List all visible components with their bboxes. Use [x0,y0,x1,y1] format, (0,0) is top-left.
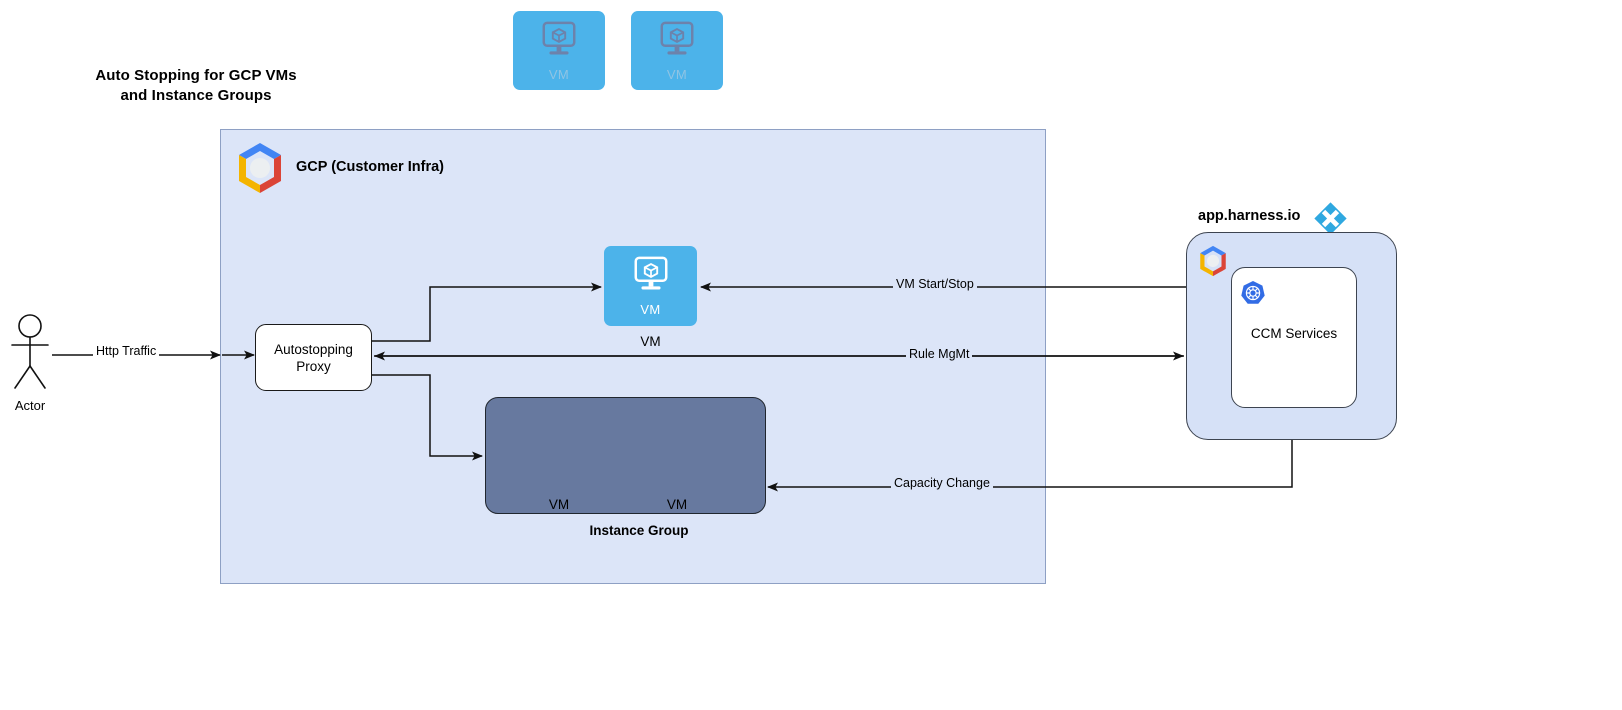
ccm-services-label: CCM Services [1250,326,1338,341]
instance-group-caption: Instance Group [589,523,689,538]
instance-group-vm-caption-1: VM [548,497,570,512]
vm-tile-label: VM [548,67,570,82]
autostopping-proxy-label: Autostopping Proxy [274,341,353,375]
instance-group-container [485,397,766,514]
diagram-title: Auto Stopping for GCP VMs and Instance G… [46,66,346,106]
gcp-container-label: GCP (Customer Infra) [296,159,444,175]
kubernetes-helm-wheel-icon [1240,280,1266,306]
harness-diamond-logo-icon [1314,202,1347,235]
actor-stick-figure-icon [6,314,56,390]
actor-label: Actor [14,398,46,413]
diagram-title-line-2: and Instance Groups [120,87,272,104]
autostopping-proxy-node[interactable]: Autostopping Proxy [255,324,372,391]
instance-group-vm-tile-2[interactable]: VM [631,11,723,90]
vm-monitor-cube-icon [536,20,582,65]
vm-monitor-cube-icon [628,255,674,300]
vm-node[interactable]: VM [604,246,697,326]
gcp-hexagon-logo-icon [234,140,286,196]
diagram-title-line-1: Auto Stopping for GCP VMs [95,67,297,84]
edge-label-capacity-change: Capacity Change [891,476,993,490]
edge-label-vm-start-stop: VM Start/Stop [893,277,977,291]
vm-tile-label: VM [666,67,688,82]
vm-node-caption: VM [640,334,661,349]
instance-group-vm-tile-1[interactable]: VM [513,11,605,90]
gcp-hexagon-logo-icon [1197,244,1229,278]
vm-tile-label: VM [640,302,661,317]
edge-label-http-traffic: Http Traffic [93,344,160,358]
vm-monitor-cube-icon [654,20,700,65]
instance-group-vm-caption-2: VM [666,497,688,512]
edge-label-rule-mgmt: Rule MgMt [906,347,973,361]
proxy-label-line-1: Autostopping [274,341,353,357]
harness-app-title: app.harness.io [1198,208,1301,224]
proxy-label-line-2: Proxy [296,358,331,374]
ccm-services-box[interactable] [1231,267,1357,408]
